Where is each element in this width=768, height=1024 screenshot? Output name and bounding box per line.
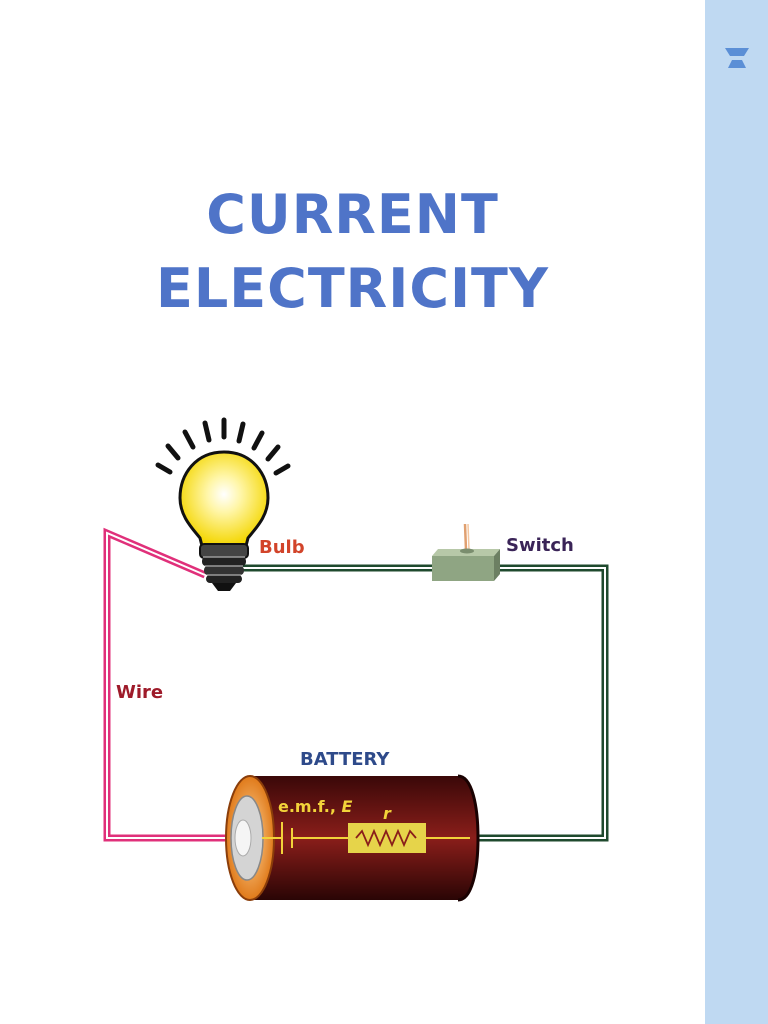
- switch-label: Switch: [506, 535, 574, 556]
- unacademy-logo-icon: [725, 48, 749, 68]
- wire-label: Wire: [116, 682, 163, 703]
- bulb-icon: [155, 417, 291, 591]
- circuit-diagram: Bulb Switch Wire BATTERY e.m.f., E r: [103, 417, 609, 902]
- title-line-1: CURRENT: [206, 183, 499, 246]
- emf-label: e.m.f., E: [278, 797, 353, 816]
- bulb-label: Bulb: [259, 537, 305, 558]
- wire-pink: [103, 527, 232, 842]
- battery-label: BATTERY: [300, 749, 390, 770]
- battery-icon: [225, 774, 480, 902]
- wire-green: [240, 564, 609, 842]
- resistance-label: r: [383, 804, 392, 823]
- title-line-2: ELECTRICITY: [156, 257, 549, 320]
- sidebar-strip: [705, 0, 768, 1024]
- switch-icon: [432, 523, 500, 581]
